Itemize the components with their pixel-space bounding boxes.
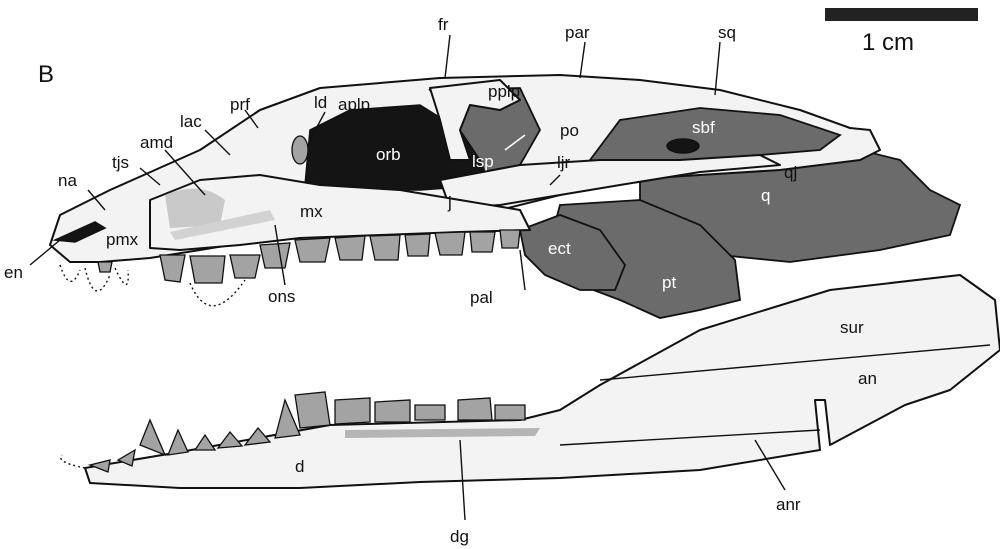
postorbital-bar — [429, 79, 521, 161]
label-anr: anr — [776, 495, 801, 514]
label-j: j — [447, 193, 452, 212]
label-ld: ld — [314, 93, 327, 112]
label-pplp: pplp — [488, 82, 520, 101]
label-orb: orb — [376, 145, 401, 164]
label-sbf: sbf — [692, 118, 715, 137]
lower-teeth — [87, 391, 526, 473]
dentary-groove — [345, 428, 540, 438]
label-ect: ect — [548, 239, 571, 258]
label-par: par — [565, 23, 590, 42]
label-amd: amd — [140, 133, 173, 152]
label-tjs: tjs — [112, 153, 129, 172]
ectopterygoid — [518, 214, 627, 291]
mandible-dotted — [829, 404, 906, 446]
label-en: en — [4, 263, 23, 282]
mandible — [84, 274, 1000, 489]
narial-groove — [170, 210, 275, 240]
label-ons: ons — [268, 287, 295, 306]
label-po: po — [560, 121, 579, 140]
label-d: d — [295, 457, 304, 476]
label-aplp: aplp — [338, 95, 370, 114]
maxilla — [149, 174, 531, 251]
subtemporal-foramen — [666, 138, 700, 154]
label-mx: mx — [300, 202, 323, 221]
label-lac: lac — [180, 112, 202, 131]
label-an: an — [858, 369, 877, 388]
label-dg: dg — [450, 527, 469, 546]
label-pal: pal — [470, 288, 493, 307]
antorbital-depression — [165, 188, 225, 228]
label-sq: sq — [718, 23, 736, 42]
label-pt: pt — [662, 273, 676, 292]
mandible-tip-dotted — [60, 454, 86, 469]
label-pmx: pmx — [106, 230, 139, 249]
scale-bar — [825, 8, 978, 21]
label-lsp: lsp — [472, 152, 494, 171]
label-sur: sur — [840, 318, 864, 337]
label-qj: qj — [784, 163, 797, 182]
external-naris — [52, 221, 107, 243]
leader-lines — [29, 34, 786, 521]
panel-label: B — [38, 61, 54, 88]
label-fr: fr — [438, 15, 449, 34]
lacrimal-duct — [291, 135, 309, 165]
upper-teeth — [59, 229, 521, 307]
label-ljr: ljr — [557, 153, 571, 172]
label-na: na — [58, 171, 77, 190]
label-q: q — [761, 186, 770, 205]
label-prf: prf — [230, 95, 250, 114]
mandible-sutures — [559, 344, 991, 446]
scale-bar-label: 1 cm — [862, 29, 914, 56]
